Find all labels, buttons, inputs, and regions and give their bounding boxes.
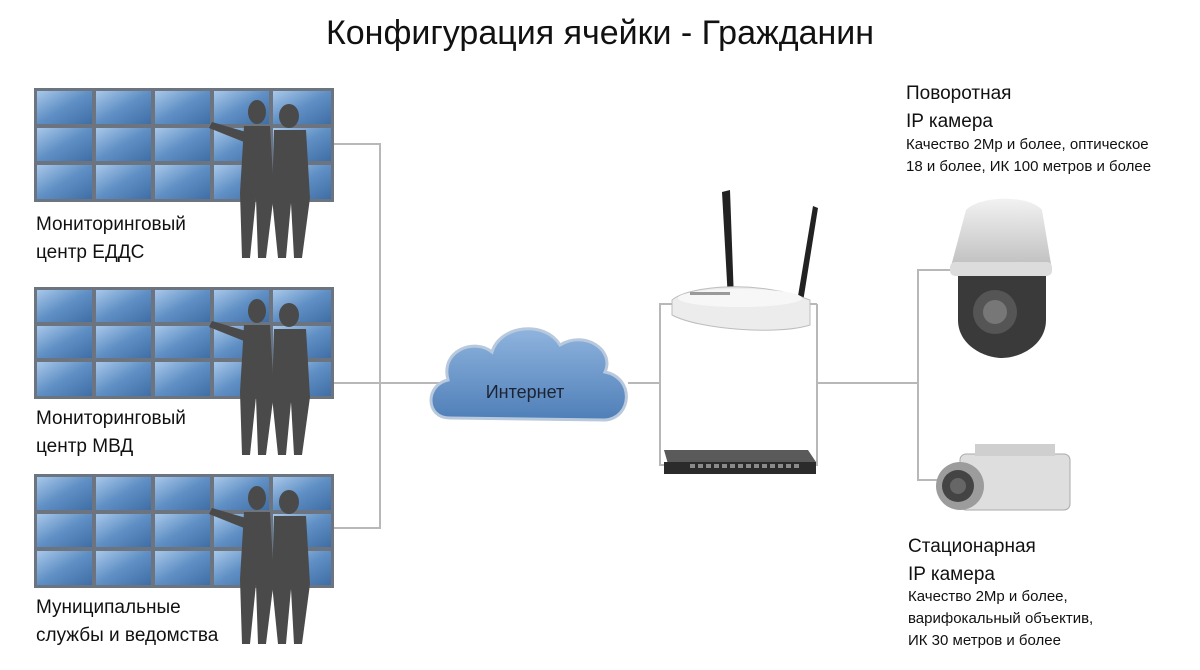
center-municipal-line2: службы и ведомства — [36, 625, 219, 646]
center-mvd-line1: Мониторинговый — [36, 408, 186, 429]
center-edds-line2: центр ЕДДС — [36, 242, 145, 263]
fixed-camera-desc-line2: варифокальный объектив, — [908, 610, 1094, 627]
center-edds-line1: Мониторинговый — [36, 214, 186, 235]
network-switch-icon — [664, 450, 816, 474]
people-silhouette-2 — [209, 299, 310, 455]
ptz-camera-name-line1: Поворотная — [906, 83, 1012, 104]
people-silhouette-3 — [209, 486, 310, 644]
cloud-label: Интернет — [485, 382, 565, 402]
fixed-camera-desc-line3: ИК 30 метров и более — [908, 632, 1061, 649]
diagram-title: Конфигурация ячейки - Гражданин — [325, 14, 875, 52]
ptz-camera-icon — [950, 198, 1052, 358]
ptz-camera-name-line2: IP камера — [906, 111, 993, 132]
people-silhouette-1 — [209, 100, 310, 258]
ptz-camera-description: Качество 2Mp и более, оптическое 18 и бо… — [906, 134, 1151, 178]
center-mvd-label: Мониторинговый центр МВД — [36, 405, 186, 461]
center-municipal-line1: Муниципальные — [36, 597, 181, 618]
internet-cloud-icon — [429, 327, 628, 422]
center-edds-label: Мониторинговый центр ЕДДС — [36, 211, 186, 267]
center-municipal-label: Муниципальные службы и ведомства — [36, 594, 218, 650]
ptz-camera-desc-line1: Качество 2Mp и более, оптическое — [906, 136, 1149, 153]
fixed-camera-name-line1: Стационарная — [908, 536, 1036, 557]
wifi-router-icon — [671, 190, 818, 331]
fixed-camera-title: Стационарная IP камера — [908, 533, 1036, 589]
ptz-camera-title: Поворотная IP камера — [906, 80, 1011, 136]
fixed-camera-description: Качество 2Mp и более, варифокальный объе… — [908, 586, 1093, 652]
ptz-camera-desc-line2: 18 и более, ИК 100 метров и более — [906, 158, 1152, 175]
connection-lines — [333, 143, 950, 529]
fixed-camera-name-line2: IP камера — [908, 564, 995, 585]
center-mvd-line2: центр МВД — [36, 436, 134, 457]
fixed-camera-desc-line1: Качество 2Mp и более, — [908, 588, 1068, 605]
fixed-camera-icon — [936, 444, 1071, 511]
